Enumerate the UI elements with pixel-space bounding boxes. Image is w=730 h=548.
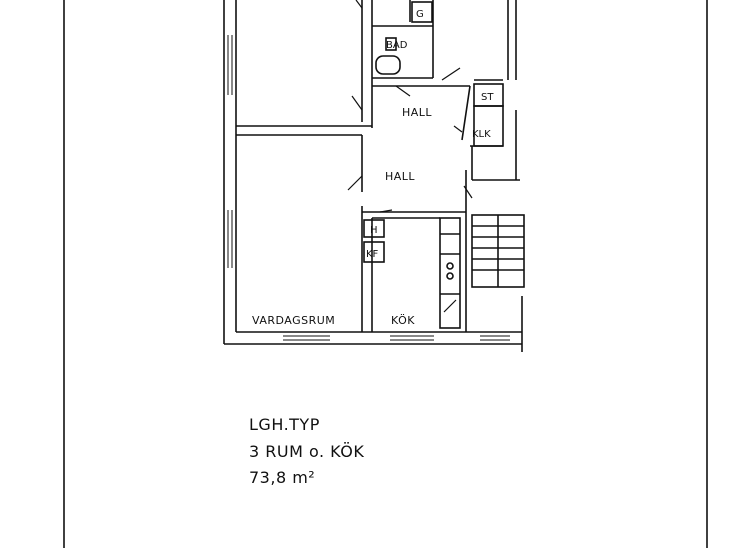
room-label-vardagsrum: VARDAGSRUM <box>252 314 335 327</box>
page-frame <box>63 0 708 548</box>
apartment-rooms: 3 RUM o. KÖK <box>249 442 365 461</box>
walls <box>223 0 525 352</box>
room-label-hall-upper: HALL <box>402 106 432 119</box>
room-label-hall-lower: HALL <box>385 170 415 183</box>
room-label-g: G <box>416 9 424 20</box>
windows <box>227 35 510 341</box>
room-label-kf: KF <box>366 249 379 260</box>
room-label-st: ST <box>481 92 494 103</box>
apartment-area: 73,8 m² <box>249 468 316 487</box>
room-label-klk: KLK <box>472 129 491 140</box>
door-swings <box>347 0 473 313</box>
room-labels: G BAD HALL ST KLK HALL H KF VARDAGSRUM K… <box>252 9 494 327</box>
room-label-kok: KÖK <box>391 314 415 327</box>
room-label-h: H <box>370 225 378 236</box>
room-label-bad: BAD <box>386 40 408 51</box>
apartment-type: LGH.TYP <box>249 415 320 434</box>
